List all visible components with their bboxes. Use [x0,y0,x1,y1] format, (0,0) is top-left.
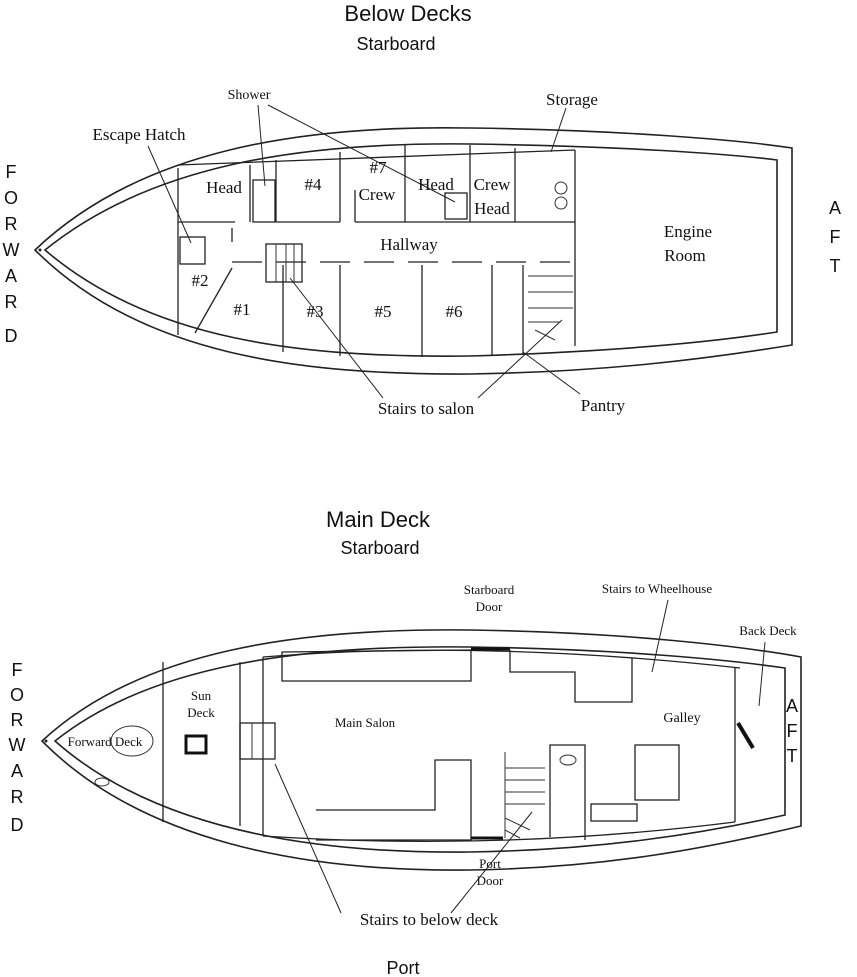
below-decks-starboard-label: Starboard [356,34,435,54]
main-aft-letter: T [787,746,798,766]
cabin-5-label: #5 [375,302,392,321]
forward-deck-fitting [94,777,110,787]
below-forward-letter: F [6,162,17,182]
head-label: Head [206,178,242,197]
main-deck-section: Main Deck Starboard Port F O R W A R D A… [9,507,802,977]
shower-label: Shower [228,88,271,103]
below-aft-label: A F T [829,198,841,276]
engine-room-label: Room [664,246,706,265]
below-hallway-stairs [265,243,303,283]
crew-label: Crew [359,185,397,204]
crew-head-label: Crew [474,175,512,194]
below-hull-inner [43,143,778,357]
starboard-door-label: Starboard [464,582,515,597]
starboard-door-label: Door [476,599,503,614]
port-door-label: Door [477,873,504,888]
back-deck-label: Back Deck [739,623,797,638]
main-aft-label: A F T [786,696,798,766]
below-forward-label: F O R W A R D [3,162,20,346]
below-aft-letter: T [830,256,841,276]
forward-deck-hatch [110,725,154,757]
galley-label: Galley [663,711,700,726]
main-forward-letter: A [11,761,23,781]
below-forward-letter: R [5,214,18,234]
main-forward-letter: F [12,660,23,680]
crew-head-label: Head [474,199,510,218]
below-forward-letter: O [4,188,18,208]
escape-hatch-box [179,236,206,265]
shower-stall-1 [252,179,276,223]
head-2-label: Head [418,175,454,194]
below-forward-letter: A [5,266,17,286]
sun-deck-hatch [184,734,208,755]
cabin-3-label: #3 [307,302,324,321]
main-aft-letter: F [787,721,798,741]
main-forward-letter: O [10,685,24,705]
below-leader-lines [147,104,581,399]
below-aft-letter: F [830,227,841,247]
stairs-to-below-deck-label: Stairs to below deck [360,910,499,929]
below-forward-letter: W [3,240,20,260]
below-aft-letter: A [829,198,841,218]
storage-tank [554,181,568,195]
storage-label: Storage [546,90,598,109]
below-hull-outer [33,126,793,375]
main-hull-outer [40,629,802,871]
stairs-to-wheelhouse-label: Stairs to Wheelhouse [602,581,712,596]
hallway-label: Hallway [380,235,438,254]
main-cabin-walls [162,649,741,842]
storage-tank [554,196,568,210]
sun-deck-label: Deck [187,705,215,720]
escape-hatch-label: Escape Hatch [93,125,186,144]
main-forward-letter: R [11,787,24,807]
main-deck-title: Main Deck [326,507,431,532]
pantry-label: Pantry [581,396,626,415]
main-forward-label: F O R W A R D [9,660,26,835]
below-forward-letter: R [5,292,18,312]
main-deck-port-label: Port [386,958,419,977]
below-pantry-stairs [528,275,573,341]
below-decks-section: Below Decks Starboard F O R W A R D A F … [3,1,842,418]
main-deck-starboard-label: Starboard [340,538,419,558]
main-stairs-below [504,752,545,839]
engine-room-label: Engine [664,222,712,241]
cabin-7-label: #7 [370,158,388,177]
below-forward-letter: D [5,326,18,346]
main-sun-deck-stairs [239,722,276,760]
main-bow-point [44,739,48,743]
main-salon-label: Main Salon [335,715,396,730]
sun-deck-label: Sun [191,688,212,703]
stairs-to-salon-label: Stairs to salon [378,399,475,418]
cabin-4-label: #4 [305,175,323,194]
cabin-2-label: #2 [192,271,209,290]
main-hull-inner [53,646,786,853]
main-forward-letter: W [9,735,26,755]
forward-deck-label: Forward Deck [68,734,143,749]
main-aft-letter: A [786,696,798,716]
main-leader-lines [274,599,766,914]
below-decks-title: Below Decks [344,1,471,26]
back-deck-door-mark [736,721,755,750]
below-bow-point [38,248,42,252]
main-forward-letter: D [11,815,24,835]
cabin-6-label: #6 [446,302,463,321]
cabin-1-label: #1 [234,300,251,319]
main-forward-letter: R [11,710,24,730]
below-interior-walls [177,145,576,357]
port-door-label: Port [479,856,501,871]
shower-stall-2 [444,192,468,220]
